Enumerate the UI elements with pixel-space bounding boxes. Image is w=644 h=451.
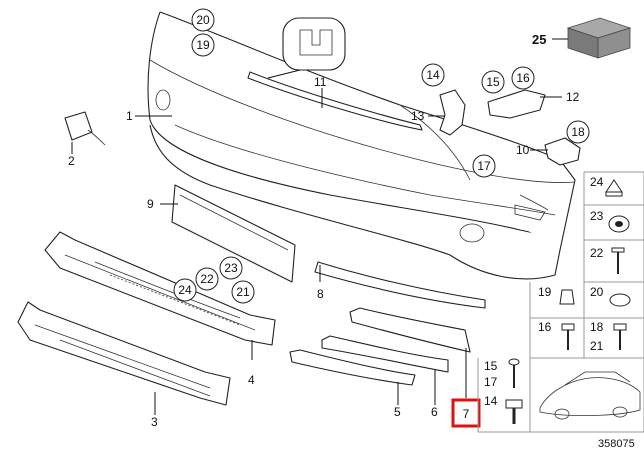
label-5: 5	[394, 405, 401, 419]
lower-trim-strip	[314, 261, 486, 309]
leader-lines	[71, 88, 562, 415]
svg-text:22: 22	[590, 246, 604, 260]
bracket-13	[439, 89, 466, 136]
svg-text:23: 23	[224, 261, 238, 275]
license-plate-bracket	[171, 184, 296, 283]
svg-text:19: 19	[538, 285, 552, 299]
highlight-part-7: 7	[451, 398, 481, 428]
document-number: 358075	[598, 438, 635, 450]
label-3: 3	[151, 415, 158, 429]
upper-trim-strip	[247, 71, 423, 131]
svg-text:15: 15	[484, 359, 498, 373]
part-25-box	[552, 17, 632, 59]
callout-19: 19	[191, 33, 215, 57]
spoiler-part-7	[349, 307, 471, 353]
svg-text:20: 20	[196, 13, 210, 27]
label-11: 11	[314, 75, 327, 89]
bracket-10	[544, 137, 581, 166]
label-4: 4	[248, 373, 255, 387]
label-12: 12	[566, 90, 580, 104]
callout-21: 21	[231, 280, 255, 304]
callout-24: 24	[173, 278, 197, 302]
svg-text:23: 23	[590, 209, 604, 223]
label-6: 6	[431, 405, 438, 419]
svg-text:19: 19	[196, 38, 210, 52]
bumper-cover	[147, 11, 576, 280]
svg-text:16: 16	[516, 71, 530, 85]
label-10: 10	[516, 143, 530, 157]
bracket-12	[487, 89, 546, 119]
callout-16: 16	[511, 66, 535, 90]
svg-text:18: 18	[590, 320, 604, 334]
callout-23: 23	[219, 256, 243, 280]
svg-text:18: 18	[571, 125, 585, 139]
callout-17: 17	[472, 154, 496, 178]
fastener-grid: 24 23 22 19 20 16 18 21 15 17 14	[477, 171, 644, 433]
grille-upper	[44, 231, 276, 346]
label-25: 25	[532, 32, 546, 47]
svg-text:22: 22	[200, 272, 214, 286]
svg-text:14: 14	[426, 68, 440, 82]
callout-15: 15	[481, 70, 505, 94]
svg-text:17: 17	[484, 375, 498, 389]
label-2: 2	[68, 154, 75, 168]
spoiler-part-5	[289, 349, 416, 386]
label-8: 8	[317, 287, 324, 301]
svg-text:21: 21	[236, 285, 250, 299]
label-13: 13	[411, 109, 425, 123]
svg-text:14: 14	[484, 394, 498, 408]
callout-18: 18	[566, 120, 590, 144]
tow-hook-cover	[64, 111, 106, 146]
svg-text:16: 16	[538, 320, 552, 334]
svg-text:20: 20	[590, 285, 604, 299]
svg-text:7: 7	[463, 407, 470, 421]
callout-22: 22	[195, 267, 219, 291]
callout-20: 20	[191, 8, 215, 32]
svg-text:17: 17	[477, 159, 491, 173]
label-9: 9	[147, 197, 154, 211]
clip-inset	[267, 17, 346, 79]
car-silhouette	[539, 371, 641, 420]
svg-text:24: 24	[178, 283, 192, 297]
svg-text:21: 21	[590, 339, 604, 353]
callout-14: 14	[421, 63, 445, 87]
label-1: 1	[126, 109, 133, 123]
grille-lower	[17, 301, 231, 406]
svg-text:15: 15	[486, 75, 500, 89]
spoiler-part-6	[321, 335, 449, 373]
svg-text:24: 24	[590, 175, 604, 189]
